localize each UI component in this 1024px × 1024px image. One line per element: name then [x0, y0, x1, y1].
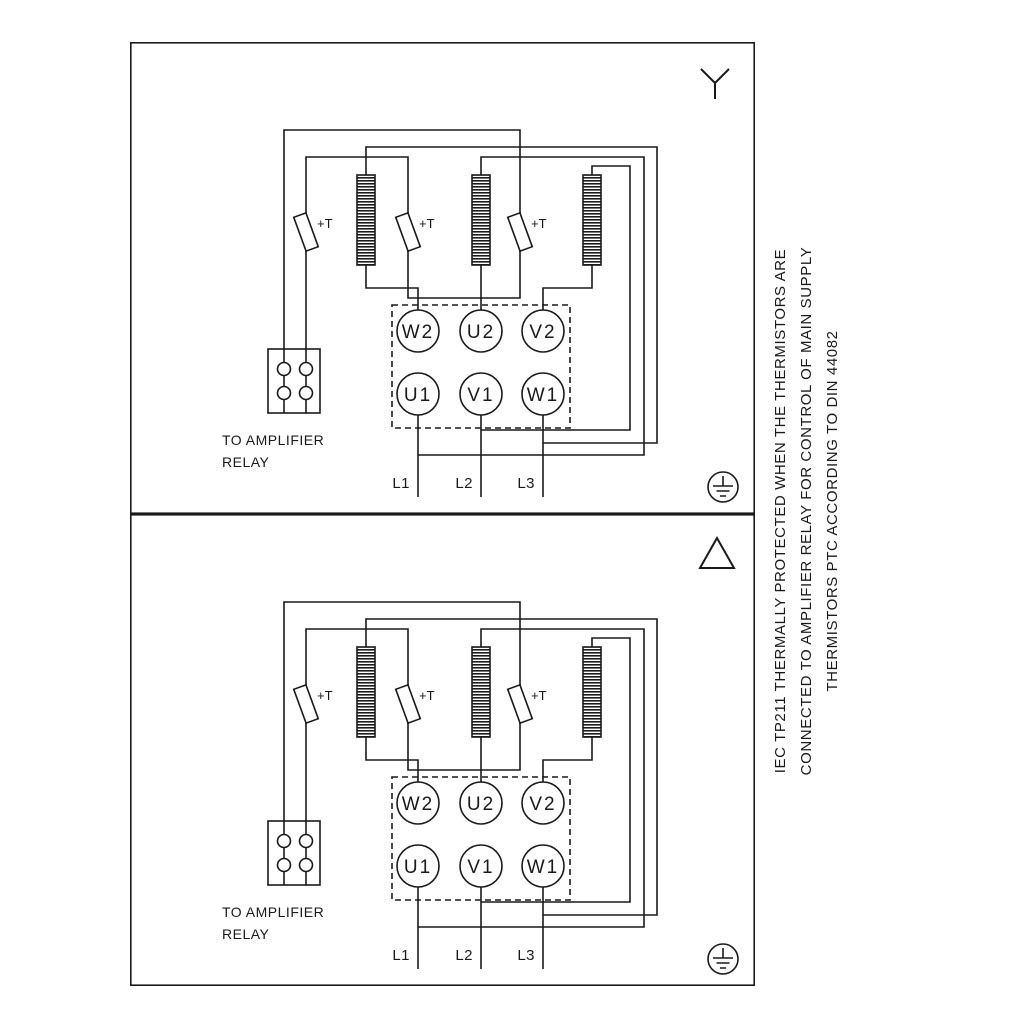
- supply-l2-label: L2: [455, 947, 473, 964]
- wire-thermistor2-to-thermistor1: [305, 628, 409, 676]
- amplifier-relay-box: [267, 348, 321, 414]
- relay-caption-line1: TO AMPLIFIER: [222, 904, 324, 920]
- thermistor-2: [394, 204, 422, 260]
- wire-winding1-loop: [365, 618, 658, 916]
- terminal-u2: [459, 781, 503, 825]
- relay-contact: [298, 361, 314, 377]
- terminal-v2-label: V2: [529, 322, 556, 343]
- wire-winding3-loop: [481, 637, 631, 903]
- wire-relay-to-thermistor3: [283, 129, 521, 349]
- supply-l2-label: L2: [455, 475, 473, 492]
- terminal-u2-label: U2: [467, 322, 495, 343]
- terminal-w2: [396, 781, 440, 825]
- terminal-u1-label: U1: [404, 385, 432, 406]
- terminal-v1-label: V1: [467, 385, 494, 406]
- motor-winding-3: [582, 646, 602, 738]
- motor-winding-2: [471, 646, 491, 738]
- delta-connection-icon: [698, 535, 736, 569]
- terminal-v2-label: V2: [529, 794, 556, 815]
- terminal-w1-label: W1: [527, 385, 560, 406]
- wire-relay-to-thermistor3: [283, 601, 521, 821]
- terminal-v1: [459, 372, 503, 416]
- wire-winding3-to-v2: [542, 265, 593, 310]
- wires: [283, 601, 658, 969]
- wire-thermistor3-to-thermistor2: [407, 732, 521, 771]
- wire-winding3-loop: [481, 165, 631, 431]
- wire-winding2-loop: [418, 628, 645, 928]
- motor-winding-2: [471, 174, 491, 266]
- terminal-box: [391, 776, 571, 901]
- terminal-w1: [521, 844, 565, 888]
- wire-thermistor3-to-thermistor2: [407, 260, 521, 299]
- terminal-v1-label: V1: [467, 857, 494, 878]
- thermistor-1: [292, 676, 320, 732]
- relay-caption-line2: RELAY: [222, 926, 270, 942]
- panel-frame: [130, 514, 755, 986]
- thermistor-1: [292, 204, 320, 260]
- wire-winding3-to-v2: [542, 737, 593, 782]
- supply-l1-label: L1: [392, 475, 410, 492]
- terminal-u2-label: U2: [467, 794, 495, 815]
- side-note-line2: CONNECTED TO AMPLIFIER RELAY FOR CONTROL…: [798, 246, 815, 776]
- terminal-w2-label: W2: [402, 794, 435, 815]
- relay-contact: [276, 857, 292, 873]
- panel-frame: [130, 42, 755, 514]
- thermistor-1-label: +T: [317, 216, 333, 231]
- relay-caption-line1: TO AMPLIFIER: [222, 432, 324, 448]
- terminal-box: [391, 304, 571, 429]
- thermistor-3-label: +T: [531, 216, 547, 231]
- wiring-panel-star: W2 U2 V2 U1 V1 W1 +T +T +T TO AMPLIFIER …: [130, 42, 755, 514]
- wiring-panel-delta: W2 U2 V2 U1 V1 W1 +T +T +T TO AMPLIFIER …: [130, 514, 755, 986]
- terminal-w1: [521, 372, 565, 416]
- wire-winding1-to-w2: [365, 265, 419, 310]
- relay-contact: [276, 833, 292, 849]
- wire-thermistor2-to-thermistor1: [305, 156, 409, 204]
- thermistor-3: [506, 204, 534, 260]
- terminal-u2: [459, 309, 503, 353]
- supply-l3-label: L3: [517, 947, 535, 964]
- relay-contact: [276, 385, 292, 401]
- thermistor-2-label: +T: [419, 688, 435, 703]
- thermistor-2: [394, 676, 422, 732]
- star-connection-icon: [700, 68, 730, 99]
- terminal-v1: [459, 844, 503, 888]
- wire-winding1-loop: [365, 146, 658, 444]
- terminal-w1-label: W1: [527, 857, 560, 878]
- motor-winding-1: [356, 646, 376, 738]
- wire-winding2-loop: [418, 156, 645, 456]
- thermistor-3-label: +T: [531, 688, 547, 703]
- terminal-w2-label: W2: [402, 322, 435, 343]
- side-note: IEC TP211 THERMALLY PROTECTED WHEN THE T…: [768, 41, 846, 981]
- relay-contact: [276, 361, 292, 377]
- thermistor-3: [506, 676, 534, 732]
- motor-winding-3: [582, 174, 602, 266]
- terminal-u1: [396, 844, 440, 888]
- terminal-w2: [396, 309, 440, 353]
- motor-winding-1: [356, 174, 376, 266]
- relay-caption-line2: RELAY: [222, 454, 270, 470]
- terminal-v2: [521, 309, 565, 353]
- side-note-line3: THERMISTORS PTC ACCORDING TO DIN 44082: [824, 330, 841, 692]
- supply-l1-label: L1: [392, 947, 410, 964]
- earth-ground-icon: [707, 471, 739, 503]
- thermistor-2-label: +T: [419, 216, 435, 231]
- terminal-u1-label: U1: [404, 857, 432, 878]
- amplifier-relay-box: [267, 820, 321, 886]
- wire-winding1-to-w2: [365, 737, 419, 782]
- relay-contact: [298, 833, 314, 849]
- supply-l3-label: L3: [517, 475, 535, 492]
- earth-ground-icon: [707, 943, 739, 975]
- relay-contact: [298, 385, 314, 401]
- relay-contact: [298, 857, 314, 873]
- terminal-u1: [396, 372, 440, 416]
- thermistor-1-label: +T: [317, 688, 333, 703]
- side-note-line1: IEC TP211 THERMALLY PROTECTED WHEN THE T…: [772, 248, 789, 774]
- terminal-v2: [521, 781, 565, 825]
